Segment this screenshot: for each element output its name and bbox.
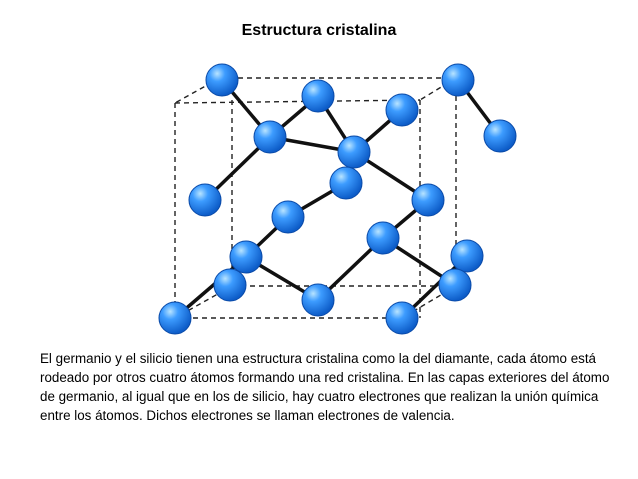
slide-title: Estructura cristalina — [241, 22, 397, 39]
atom — [301, 79, 335, 113]
atom — [438, 268, 472, 302]
atom — [366, 221, 400, 255]
atom — [253, 120, 287, 154]
atom — [483, 119, 517, 153]
description-text: El germanio y el silicio tienen una estr… — [40, 351, 610, 423]
atom — [229, 240, 263, 274]
atom — [213, 268, 247, 302]
cube-edge — [419, 77, 457, 101]
atom — [301, 283, 335, 317]
atom — [450, 239, 484, 273]
atom — [441, 63, 475, 97]
cube-edge — [174, 99, 421, 104]
atom — [385, 93, 419, 127]
atom — [411, 183, 445, 217]
atom — [337, 135, 371, 169]
atom — [385, 301, 419, 335]
atoms — [158, 63, 517, 335]
atom — [158, 301, 192, 335]
atom — [188, 183, 222, 217]
atom — [271, 200, 305, 234]
crystal-structure-diagram — [158, 63, 517, 335]
atom — [205, 63, 239, 97]
atom — [329, 166, 363, 200]
